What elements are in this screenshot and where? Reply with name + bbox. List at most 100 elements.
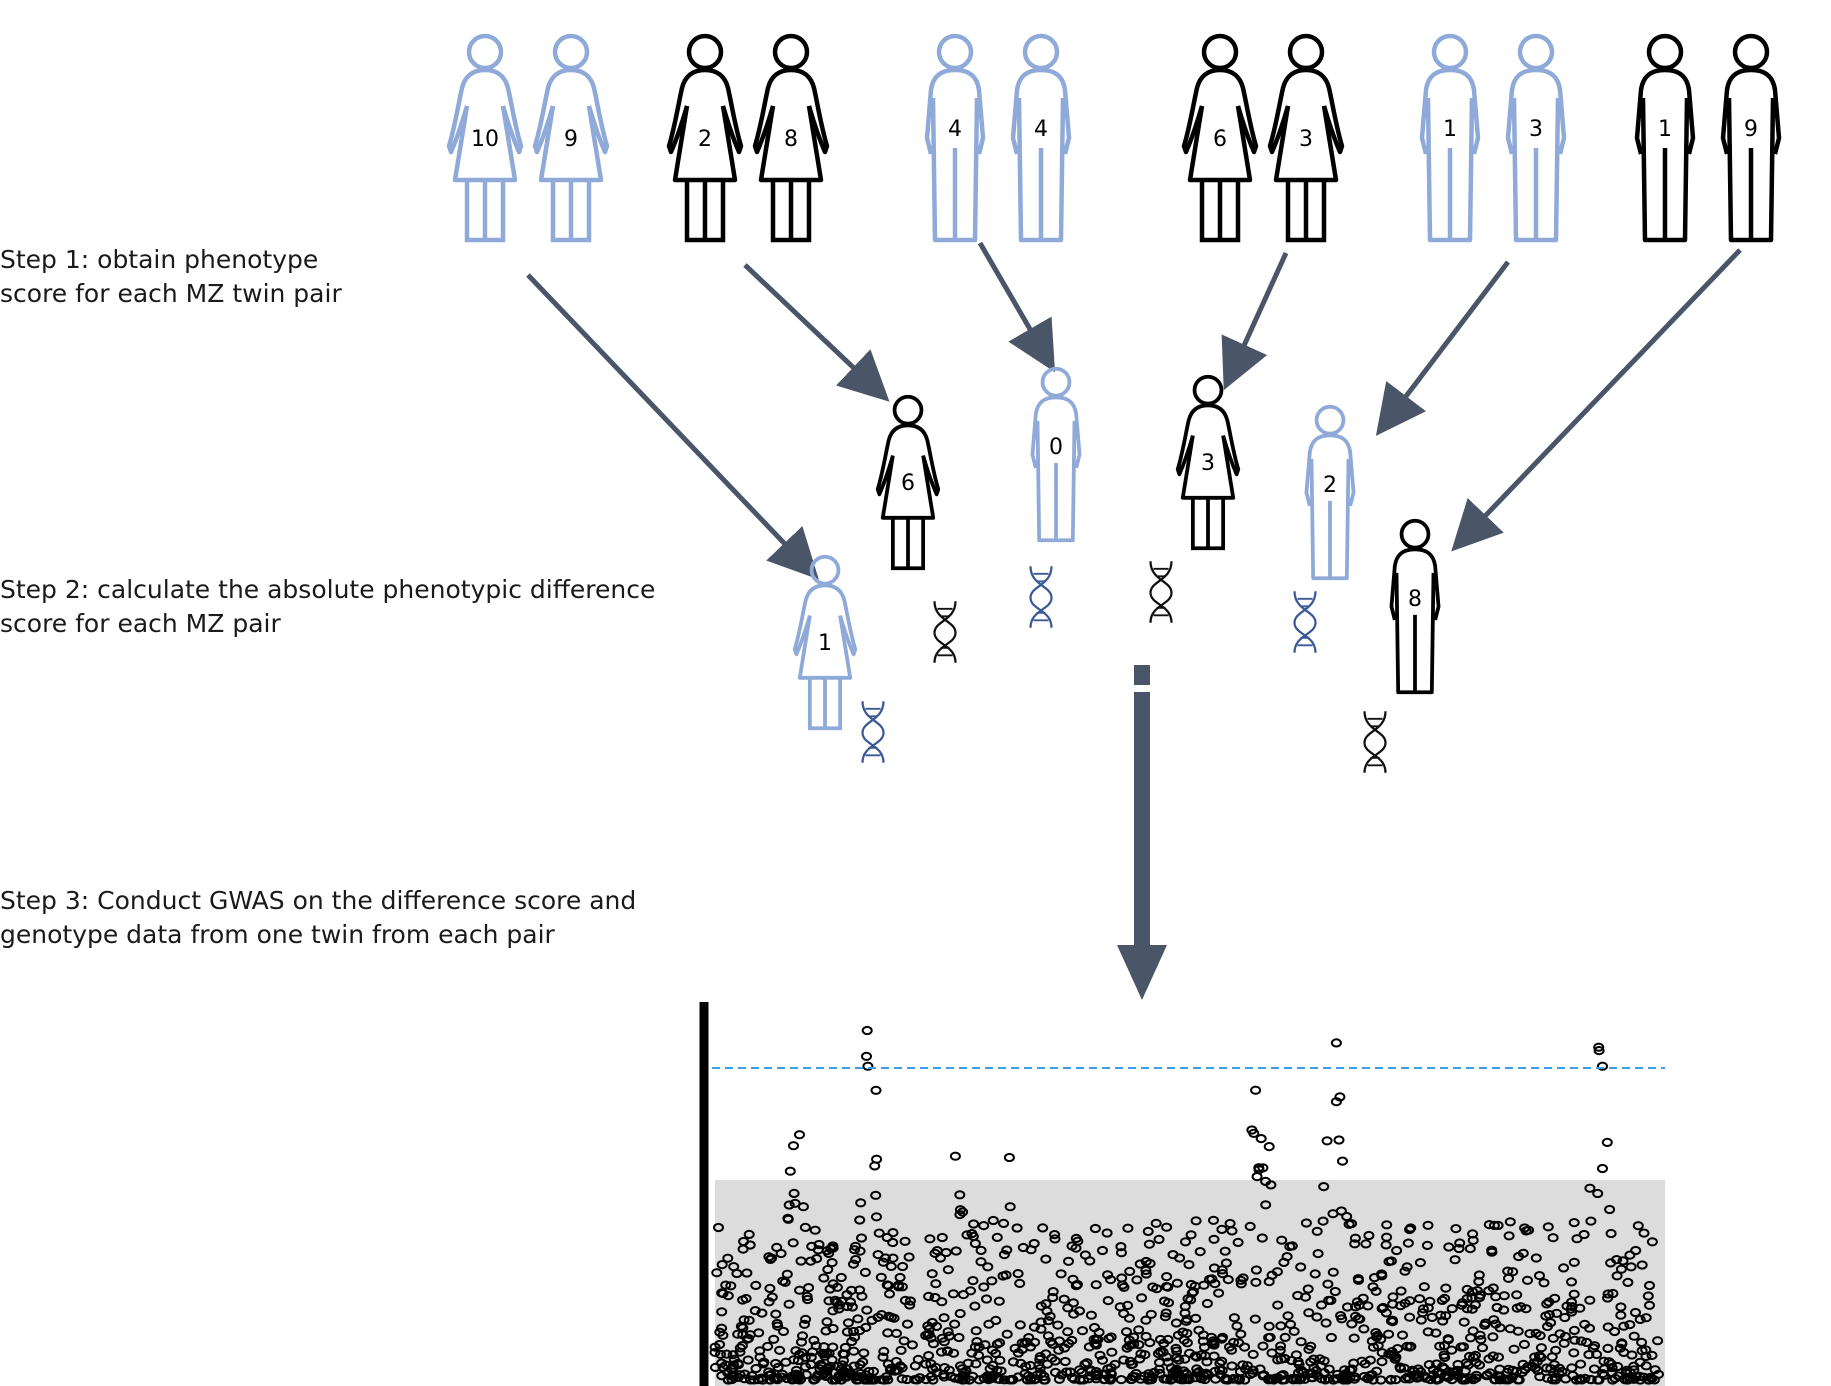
snp-point bbox=[1390, 1375, 1402, 1385]
snp-point bbox=[906, 1340, 918, 1350]
snp-point bbox=[987, 1215, 999, 1226]
snp-point bbox=[1417, 1304, 1429, 1314]
snp-point bbox=[1621, 1365, 1633, 1375]
snp-point bbox=[1256, 1233, 1268, 1243]
snp-point bbox=[741, 1268, 753, 1278]
snp-point bbox=[720, 1280, 732, 1290]
snp-point bbox=[1105, 1275, 1117, 1285]
snp-point bbox=[827, 1342, 839, 1352]
snp-point bbox=[922, 1330, 934, 1340]
snp-point bbox=[768, 1334, 780, 1344]
snp-point bbox=[1049, 1234, 1061, 1244]
snp-point bbox=[936, 1347, 947, 1357]
snp-point bbox=[1541, 1299, 1553, 1309]
snp-point bbox=[722, 1253, 734, 1263]
snp-point bbox=[1124, 1266, 1136, 1277]
snp-point bbox=[1190, 1216, 1202, 1226]
snp-point bbox=[1508, 1344, 1520, 1354]
snp-point bbox=[1589, 1341, 1601, 1351]
snp-point bbox=[813, 1239, 825, 1250]
snp-point bbox=[1386, 1350, 1397, 1360]
snp-point bbox=[824, 1284, 836, 1294]
snp-point bbox=[1585, 1375, 1597, 1385]
snp-point bbox=[1016, 1338, 1028, 1348]
snp-point bbox=[896, 1374, 908, 1384]
snp-point bbox=[1198, 1280, 1210, 1290]
snp-point bbox=[1349, 1239, 1361, 1249]
snp-point bbox=[1333, 1135, 1345, 1145]
snp-point bbox=[1162, 1334, 1174, 1345]
snp-point bbox=[994, 1338, 1006, 1348]
snp-point bbox=[1161, 1222, 1173, 1232]
snp-point bbox=[1144, 1258, 1156, 1269]
snp-point bbox=[848, 1346, 860, 1356]
snp-point bbox=[936, 1297, 948, 1307]
snp-point bbox=[1370, 1328, 1382, 1338]
snp-point bbox=[862, 1061, 874, 1071]
snp-point bbox=[1163, 1298, 1174, 1308]
snp-point bbox=[1519, 1223, 1531, 1233]
snp-point bbox=[1246, 1125, 1258, 1135]
snp-point bbox=[1094, 1350, 1106, 1360]
snp-point bbox=[1392, 1344, 1404, 1354]
snp-point bbox=[1624, 1374, 1636, 1384]
snp-point bbox=[1309, 1269, 1321, 1279]
snp-point bbox=[855, 1198, 867, 1208]
snp-point bbox=[875, 1272, 887, 1282]
snp-point bbox=[1605, 1258, 1617, 1268]
snp-point bbox=[1183, 1374, 1195, 1384]
difference-figure-1: 1 bbox=[795, 557, 885, 765]
snp-point bbox=[1185, 1230, 1197, 1240]
snp-point bbox=[1534, 1372, 1546, 1382]
snp-point bbox=[1458, 1342, 1469, 1352]
snp-point bbox=[990, 1315, 1002, 1326]
phenotype-score: 9 bbox=[564, 127, 578, 152]
snp-point bbox=[975, 1257, 987, 1267]
snp-point bbox=[929, 1292, 941, 1303]
snp-point bbox=[1346, 1219, 1357, 1229]
snp-point bbox=[1593, 1042, 1605, 1052]
phenotype-score: 2 bbox=[698, 127, 712, 152]
snp-point bbox=[1139, 1350, 1151, 1360]
snp-point bbox=[873, 1228, 885, 1238]
snp-point bbox=[1315, 1361, 1327, 1371]
snp-point bbox=[1614, 1343, 1626, 1353]
snp-point bbox=[1170, 1318, 1182, 1328]
snp-point bbox=[1592, 1188, 1604, 1199]
snp-point bbox=[1118, 1282, 1130, 1292]
snp-point bbox=[1197, 1330, 1209, 1340]
snp-point bbox=[1035, 1324, 1047, 1334]
snp-point bbox=[766, 1292, 778, 1302]
dna-icon bbox=[1149, 559, 1173, 625]
snp-point bbox=[1442, 1370, 1454, 1381]
snp-point bbox=[1440, 1283, 1452, 1293]
snp-point bbox=[1178, 1375, 1190, 1385]
snp-point bbox=[978, 1221, 990, 1231]
snp-point bbox=[1458, 1317, 1470, 1327]
snp-point bbox=[849, 1332, 861, 1342]
snp-point bbox=[1507, 1267, 1519, 1277]
snp-point bbox=[838, 1372, 850, 1382]
snp-point bbox=[871, 1212, 882, 1222]
snp-point bbox=[860, 1322, 872, 1333]
snp-point bbox=[991, 1365, 1003, 1375]
snp-point bbox=[1575, 1359, 1587, 1369]
snp-point bbox=[1021, 1337, 1033, 1347]
snp-point bbox=[882, 1328, 894, 1338]
snp-point bbox=[831, 1282, 843, 1292]
snp-point bbox=[1053, 1374, 1065, 1384]
snp-point bbox=[1079, 1359, 1091, 1369]
snp-point bbox=[1404, 1312, 1416, 1322]
arrow-icon bbox=[1451, 248, 1742, 552]
snp-point bbox=[878, 1346, 890, 1357]
snp-point bbox=[1295, 1262, 1307, 1272]
snp-point bbox=[1625, 1262, 1637, 1272]
snp-point bbox=[850, 1255, 862, 1265]
snp-point bbox=[1434, 1341, 1446, 1351]
snp-point bbox=[1372, 1341, 1384, 1351]
snp-point bbox=[935, 1253, 946, 1263]
snp-point bbox=[1367, 1375, 1379, 1385]
